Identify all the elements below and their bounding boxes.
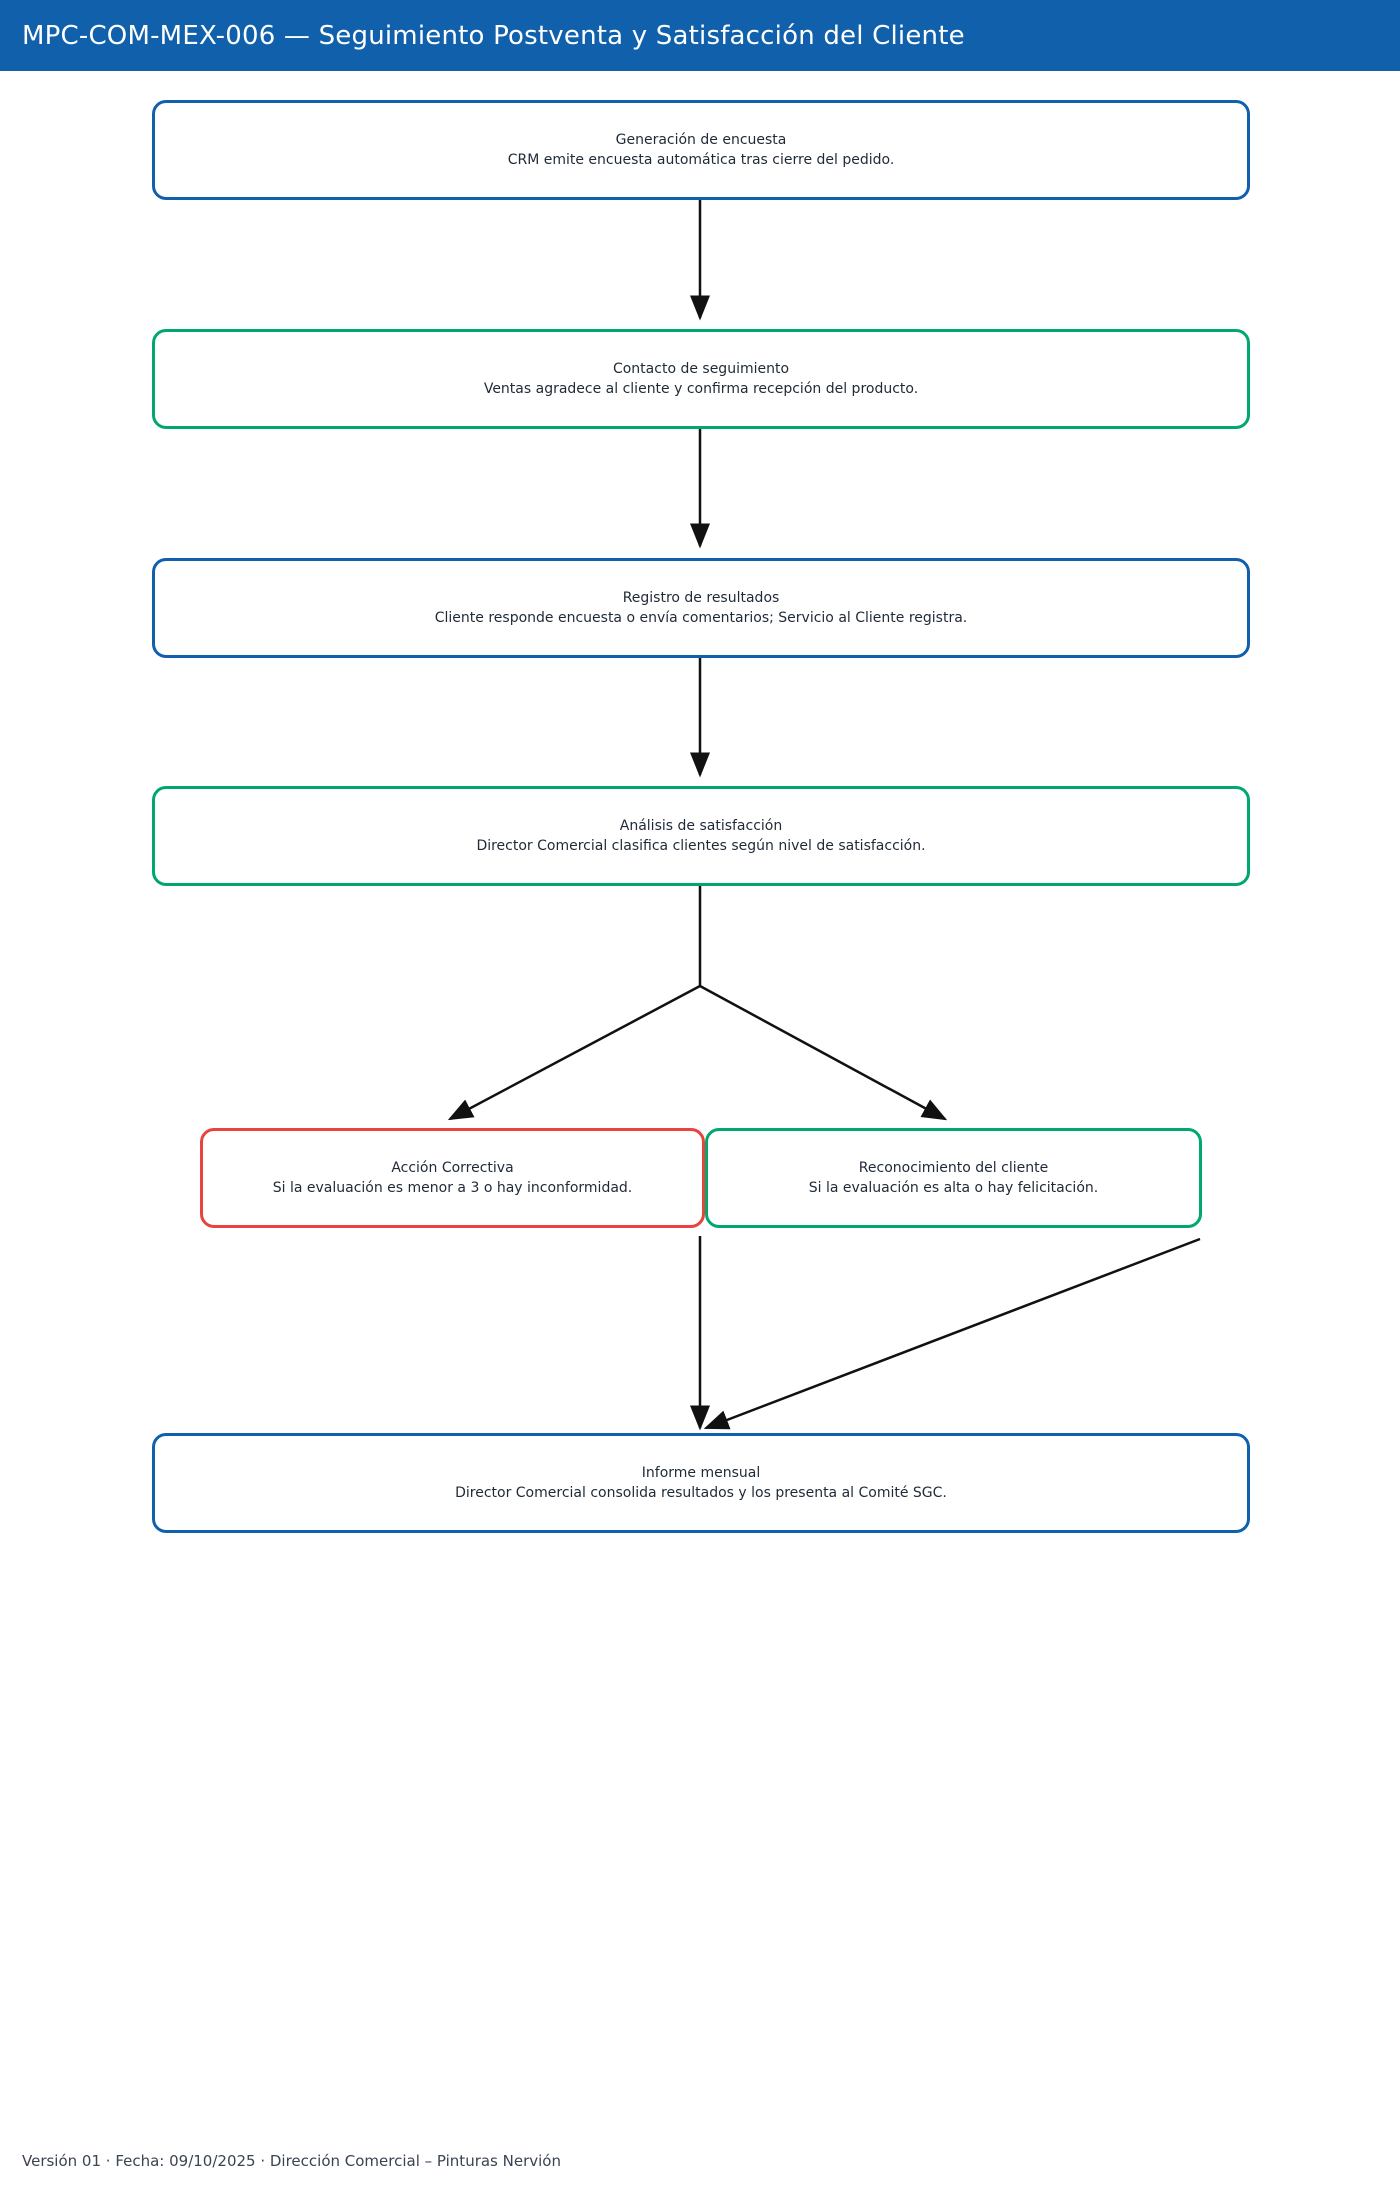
- edge-analisis-to-accion-correctiva: [447, 984, 701, 1121]
- flow-node-description: CRM emite encuesta automática tras cierr…: [507, 152, 895, 168]
- flow-node-title: Informe mensual: [641, 1465, 761, 1481]
- flow-node-description: Ventas agradece al cliente y confirma re…: [483, 381, 919, 397]
- flow-node-title: Generación de encuesta: [615, 132, 787, 148]
- flow-node-generacion-de-encuesta[interactable]: Generación de encuesta CRM emite encuest…: [152, 100, 1250, 200]
- flow-node-description: Si la evaluación es alta o hay felicitac…: [808, 1180, 1099, 1196]
- flow-node-informe-mensual[interactable]: Informe mensual Director Comercial conso…: [152, 1433, 1250, 1533]
- flow-node-title: Acción Correctiva: [391, 1160, 514, 1176]
- edge-analisis-to-reconocimiento: [699, 984, 948, 1121]
- footer-note: Versión 01 · Fecha: 09/10/2025 · Direcci…: [22, 2152, 561, 2170]
- edge-reconocimiento-to-informe: [703, 1237, 1201, 1430]
- flow-node-description: Si la evaluación es menor a 3 o hay inco…: [272, 1180, 633, 1196]
- flow-node-accion-correctiva[interactable]: Acción Correctiva Si la evaluación es me…: [200, 1128, 705, 1228]
- flow-node-description: Director Comercial consolida resultados …: [455, 1485, 947, 1501]
- flow-node-description: Director Comercial clasifica clientes se…: [476, 838, 926, 854]
- flow-node-analisis-de-satisfaccion[interactable]: Análisis de satisfacción Director Comerc…: [152, 786, 1250, 886]
- flow-node-title: Análisis de satisfacción: [619, 818, 783, 834]
- flow-node-registro-de-resultados[interactable]: Registro de resultados Cliente responde …: [152, 558, 1250, 658]
- flow-node-reconocimiento-del-cliente[interactable]: Reconocimiento del cliente Si la evaluac…: [705, 1128, 1202, 1228]
- flow-node-description: Cliente responde encuesta o envía coment…: [434, 610, 968, 626]
- flowchart-canvas: Generación de encuesta CRM emite encuest…: [0, 71, 1400, 2121]
- flow-node-title: Registro de resultados: [622, 590, 780, 606]
- flow-node-contacto-de-seguimiento[interactable]: Contacto de seguimiento Ventas agradece …: [152, 329, 1250, 429]
- flow-node-title: Reconocimiento del cliente: [858, 1160, 1049, 1176]
- header-bar: MPC-COM-MEX-006 — Seguimiento Postventa …: [0, 0, 1400, 71]
- flow-node-title: Contacto de seguimiento: [612, 361, 790, 377]
- page-title: MPC-COM-MEX-006 — Seguimiento Postventa …: [22, 20, 965, 51]
